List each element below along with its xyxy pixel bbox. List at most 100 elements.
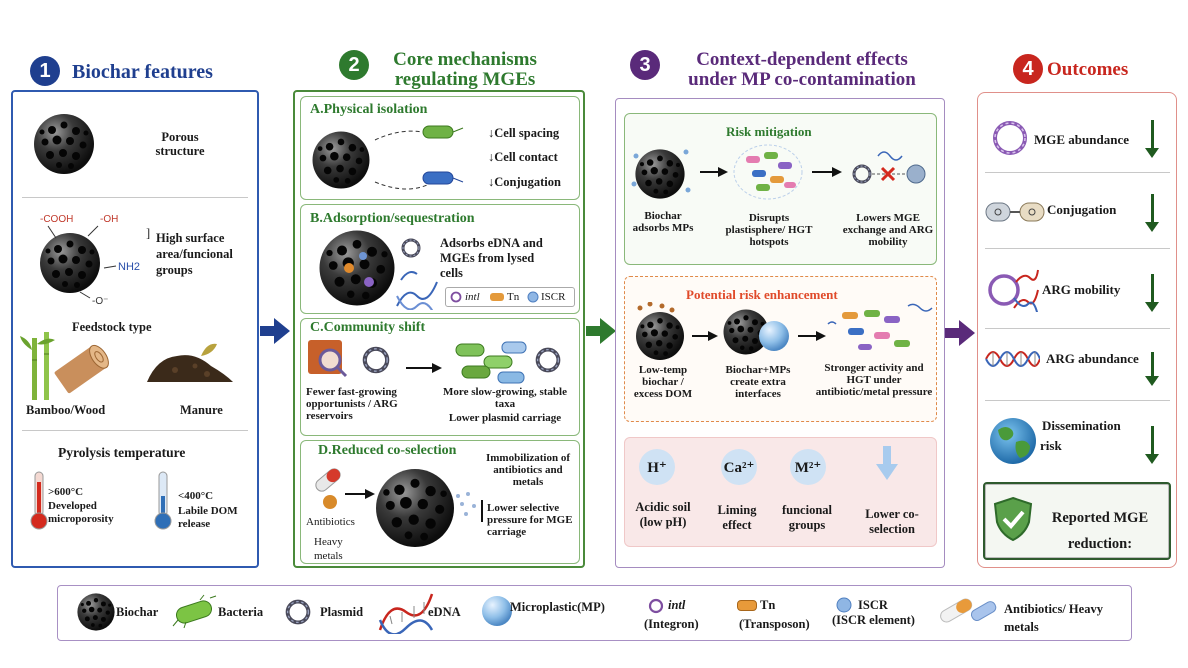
legend-tn-sub: (Transposon) xyxy=(739,617,810,631)
legend-antibiotics-icon xyxy=(940,598,997,623)
a-item-conjugation: ↓Conjugation xyxy=(488,175,561,189)
legend-iscr-sub: (ISCR element) xyxy=(832,613,915,627)
porous-label: Porous structure xyxy=(155,130,205,158)
ion-m-label: M²⁺ xyxy=(794,460,822,476)
manure-label: Manure xyxy=(180,403,223,417)
reported-text: Reported MGE reduction: xyxy=(1051,510,1149,552)
box-reduced-coselection xyxy=(300,440,580,564)
ion-ca-circle xyxy=(721,449,757,485)
enh-text-3: Stronger activity and HGT under antibiot… xyxy=(815,362,933,398)
panel-context-effects xyxy=(615,98,945,568)
arrow-3-to-4 xyxy=(945,320,975,346)
legend-edna: eDNA xyxy=(428,605,461,619)
high-temp-label: >600°C xyxy=(48,486,84,498)
arrow-2-to-3 xyxy=(586,318,616,344)
outcome-divider-1 xyxy=(985,172,1170,173)
d-antibiotics-label: Antibiotics xyxy=(306,516,355,528)
ion-h-circle xyxy=(639,449,675,485)
d-heavy-label: Heavy metals xyxy=(314,536,343,562)
biochar-porous-image xyxy=(34,114,94,174)
high-temp-desc: Developed microporosity xyxy=(48,500,114,525)
bamboo-wood-image xyxy=(20,332,109,400)
section1-number: 1 xyxy=(30,56,60,86)
enhancement-image xyxy=(636,302,933,360)
down-arrow-selective xyxy=(481,500,483,522)
box-adsorption xyxy=(300,204,580,314)
ion-label-lower: Lower co-selection xyxy=(865,507,919,536)
down-arrow-1 xyxy=(1145,120,1159,158)
ion-h-label: H⁺ xyxy=(647,460,667,476)
legend-bacteria: Bacteria xyxy=(218,605,264,619)
outcome-arg-abundance: ARG abundance xyxy=(1046,352,1139,366)
outcome-mge-abundance: MGE abundance xyxy=(1034,132,1129,147)
community-shift-left-image xyxy=(308,340,396,378)
lower-arrow-icon xyxy=(876,446,898,480)
cooh-label: -COOH xyxy=(40,214,73,225)
legend-tn-icon xyxy=(737,600,757,611)
legend-tn: Tn xyxy=(760,598,776,612)
biochar-functional-image: -COOH -OH NH2 -O⁻ xyxy=(40,214,140,307)
down-arrow-5 xyxy=(1145,426,1159,464)
b-title: B.Adsorption/sequestration xyxy=(310,211,475,226)
iscr-icon xyxy=(527,291,539,303)
surface-label: High surface area/funcional groups xyxy=(156,231,233,277)
divider-2 xyxy=(22,430,248,431)
legend-edna-icon xyxy=(378,593,434,634)
d-title: D.Reduced co-selection xyxy=(318,443,457,458)
section4-number: 4 xyxy=(1013,54,1043,84)
d-lower-text: Lower selective pressure for MGE carriag… xyxy=(487,502,573,538)
bamboo-label: Bamboo/Wood xyxy=(26,403,106,417)
legend-mp-icon xyxy=(482,596,512,626)
arg-abundance-icon xyxy=(985,351,1040,367)
adsorption-image xyxy=(319,230,438,310)
legend-iscr-icon xyxy=(836,597,852,613)
d-immobilization-text: Immobilization of antibiotics and metals xyxy=(485,452,571,488)
section1-title: Biochar features xyxy=(72,61,213,83)
down-arrow-2 xyxy=(1145,194,1159,232)
pyrolysis-title: Pyrolysis temperature xyxy=(58,445,186,460)
intl-icon xyxy=(450,291,462,303)
a-item-cell-spacing: ↓Cell spacing xyxy=(488,126,560,140)
panel-biochar-features xyxy=(11,90,259,568)
enhancement-title: Potential risk enhancement xyxy=(686,287,838,302)
mitigation-title: Risk mitigation xyxy=(726,124,812,139)
box-physical-isolation xyxy=(300,96,580,200)
outcome-dissemination: Dissemination risk xyxy=(1040,418,1121,453)
b-legend-intl: intl xyxy=(465,291,480,303)
coselection-arrow xyxy=(345,489,375,499)
section3-number: 3 xyxy=(630,50,660,80)
nh2-label: NH2 xyxy=(118,261,140,273)
outcome-divider-2 xyxy=(985,248,1170,249)
c-right-text-1: More slow-growing, stable taxa xyxy=(443,386,567,410)
oh-label: -OH xyxy=(100,214,118,225)
thermometer-low-icon xyxy=(154,471,172,530)
legend-antibiotics: Antibiotics/ Heavy metals xyxy=(1004,602,1103,634)
section4-title: Outcomes xyxy=(1047,59,1129,80)
legend-plasmid: Plasmid xyxy=(320,605,364,619)
legend-iscr: ISCR xyxy=(858,598,888,612)
legend-mp: Microplastic(MP) xyxy=(510,600,605,614)
c-title: C.Community shift xyxy=(310,320,426,335)
enh-text-1: Low-temp biochar / excess DOM xyxy=(633,364,693,400)
feedstock-title: Feedstock type xyxy=(72,320,152,334)
legend-intl-sub: (Integron) xyxy=(644,617,699,631)
b-text: Adsorbs eDNA and MGEs from lysed cells xyxy=(440,236,543,280)
panel-outcomes xyxy=(977,92,1177,568)
manure-image xyxy=(147,343,233,382)
legend-bacteria-icon xyxy=(172,594,217,629)
conjugation-icon xyxy=(985,202,1045,222)
shield-check-icon xyxy=(993,496,1033,542)
mit-text-1: Biochar adsorbs MPs xyxy=(632,210,694,234)
outcome-divider-4 xyxy=(985,400,1170,401)
globe-icon xyxy=(990,418,1036,464)
mit-text-2: Disrupts plastisphere/ HGT hotspots xyxy=(725,212,813,248)
b-legend-tn: Tn xyxy=(507,291,520,303)
c-right-text-2: Lower plasmid carriage xyxy=(448,412,562,424)
section3-title-line2: under MP co-contamination xyxy=(688,69,916,90)
a-item-cell-contact: ↓Cell contact xyxy=(488,150,558,164)
legend-bar xyxy=(57,585,1132,641)
section2-title-line2: regulating MGEs xyxy=(394,69,536,90)
down-arrow-3 xyxy=(1145,274,1159,312)
enh-text-2: Biochar+MPs create extra interfaces xyxy=(725,364,791,400)
low-temp-label: <400°C xyxy=(178,490,214,502)
